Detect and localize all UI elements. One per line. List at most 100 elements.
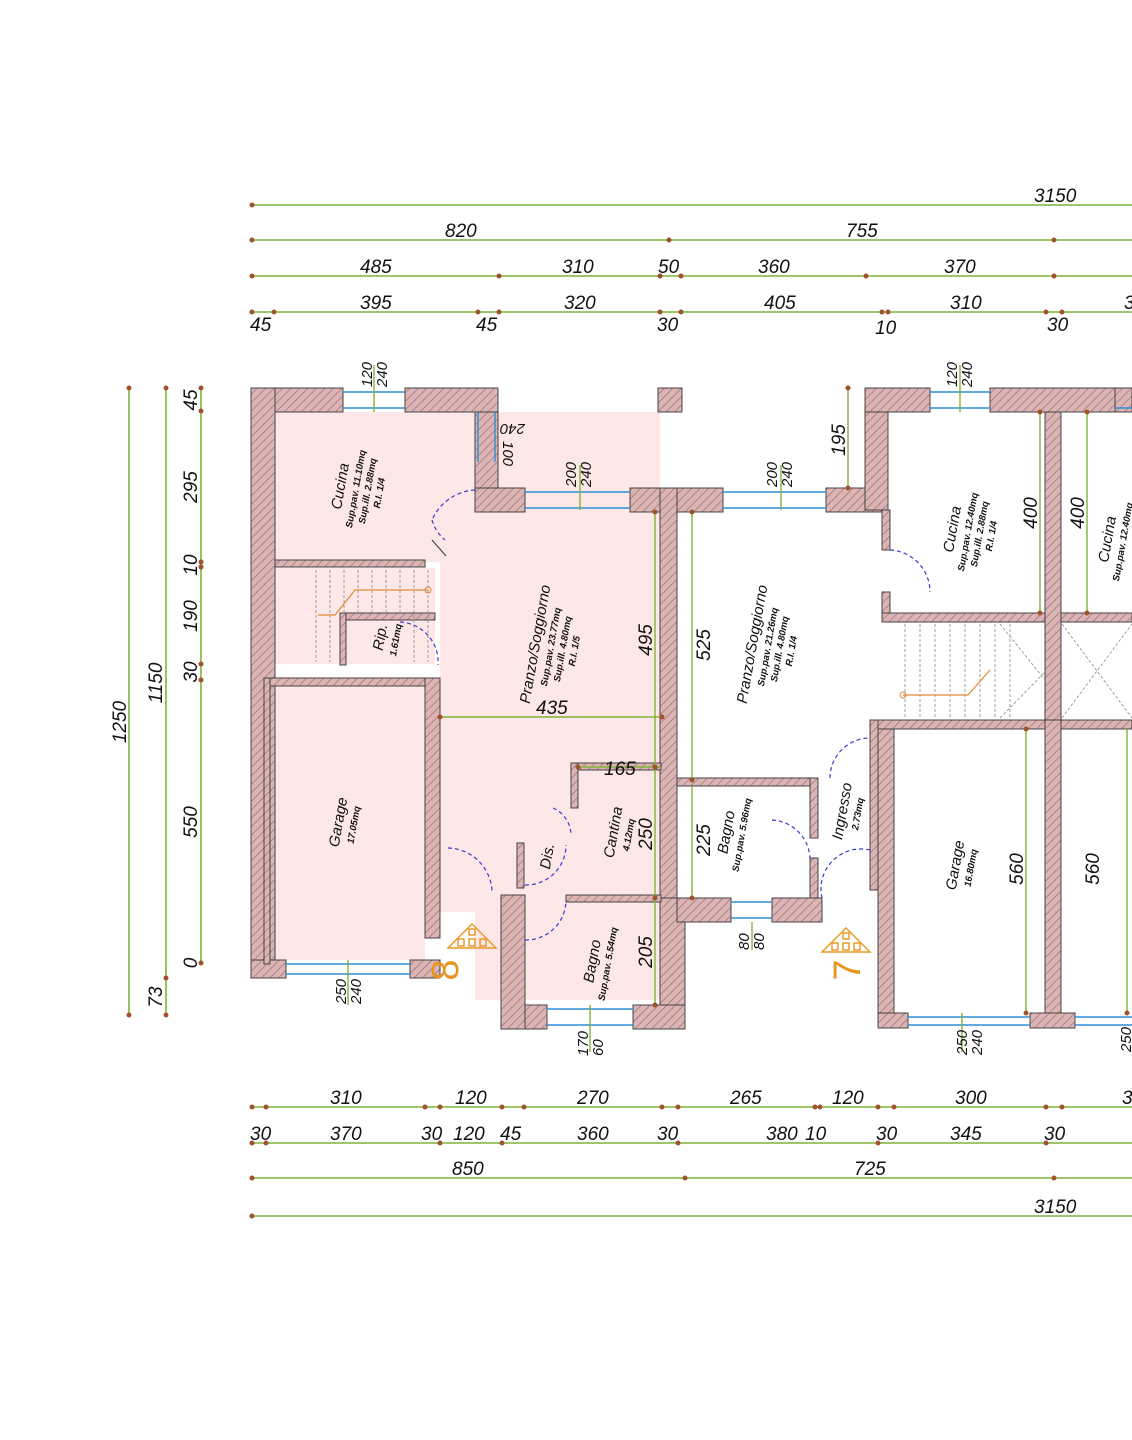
dim-bot-30d: 30: [876, 1124, 898, 1145]
bottom-dimension-ticks: [249, 1104, 1065, 1219]
opening-labels: 120 240 100 240 200 240 200 240 120 240 …: [333, 361, 1132, 1056]
opening-w2a: 100: [499, 441, 516, 467]
wall: [809, 777, 819, 839]
dim-top-820: 820: [445, 221, 477, 242]
wall: [1029, 1012, 1076, 1029]
svg-text:R.I. 1/4: R.I. 1/4: [784, 634, 800, 667]
wall: [659, 487, 678, 909]
wall: [1044, 411, 1062, 723]
opening-w9a: 250: [954, 1029, 971, 1056]
unit-8-marker: 8: [425, 923, 498, 981]
room-cucina-2: Cucina Sup.pav. 12.40mq Sup.ill. 2.88mq …: [940, 492, 1000, 573]
dim-bot-30e: 30: [1044, 1124, 1066, 1145]
dim-560b: 560: [1083, 853, 1104, 885]
dim-bot-30b: 30: [421, 1124, 443, 1145]
dim-435: 435: [536, 698, 568, 719]
dim-bot-850: 850: [452, 1159, 484, 1180]
opening-w10a: 250: [1118, 1026, 1132, 1053]
dim-bot-370: 370: [330, 1124, 362, 1145]
wall: [657, 387, 683, 413]
dim-400b: 400: [1068, 497, 1089, 529]
dim-top-485: 485: [360, 257, 392, 278]
dim-top-755: 755: [846, 221, 878, 242]
dim-top-45b: 45: [476, 315, 498, 336]
dim-top-395: 395: [360, 293, 392, 314]
wall: [424, 677, 441, 939]
dim-525: 525: [694, 629, 715, 661]
dim-top-3: 3: [1124, 293, 1132, 314]
dim-bot-30a: 30: [250, 1124, 272, 1145]
house-icon: [446, 923, 498, 949]
doors: [399, 489, 572, 941]
svg-text:R.I. 1/5: R.I. 1/5: [567, 634, 583, 667]
room-cucina-3: Cucina Sup.pav. 12.40mq: [1095, 502, 1132, 583]
wall: [339, 612, 436, 621]
top-dimension-chains: [252, 204, 1132, 313]
dim-left-45: 45: [181, 389, 202, 411]
dim-bot-total: 3150: [1034, 1197, 1077, 1218]
dim-top-50: 50: [658, 257, 680, 278]
wall: [771, 897, 823, 923]
dim-bot-120c: 120: [453, 1124, 485, 1145]
wall: [676, 777, 818, 787]
wall: [500, 894, 526, 1030]
wall: [869, 719, 879, 891]
staircase: [904, 623, 1132, 719]
dim-400a: 400: [1021, 497, 1042, 529]
wall: [676, 487, 724, 513]
wall: [263, 677, 441, 687]
opening-w7a: 170: [575, 1030, 592, 1056]
house-icon: [820, 927, 872, 953]
wall: [474, 487, 526, 513]
dim-top-320: 320: [564, 293, 596, 314]
room-bagno-2: Bagno Sup.pav. 5.96mq: [714, 797, 754, 872]
dim-top-360: 360: [758, 257, 790, 278]
opening-w4b: 240: [779, 461, 796, 488]
dim-left-1250: 1250: [110, 700, 131, 743]
room-garage-2: Garage 16.80mq: [943, 839, 980, 891]
doors: [771, 549, 931, 899]
dim-bot-10: 10: [805, 1124, 827, 1145]
wall: [565, 894, 662, 903]
wall: [877, 1012, 909, 1029]
dim-495: 495: [636, 624, 657, 656]
wall: [877, 719, 895, 1029]
dim-top-310b: 310: [950, 293, 982, 314]
wall: [516, 842, 525, 889]
svg-text:R.I. 1/4: R.I. 1/4: [372, 476, 388, 509]
opening-w6a: 250: [333, 978, 350, 1005]
dim-560a: 560: [1007, 853, 1028, 885]
wall: [1060, 719, 1132, 730]
dim-top-405: 405: [764, 293, 796, 314]
wall: [989, 387, 1116, 413]
opening-w4a: 200: [764, 461, 781, 488]
dim-left-30: 30: [181, 661, 202, 683]
room-disimpegno: Dis.: [537, 842, 558, 870]
wall: [877, 719, 1046, 730]
dim-165: 165: [604, 759, 636, 780]
unit-7-marker: 7: [820, 927, 872, 981]
bottom-dimension-chains: [252, 1106, 1132, 1217]
dim-bot-345: 345: [950, 1124, 982, 1145]
dim-left-10: 10: [181, 554, 202, 576]
svg-text:Dis.: Dis.: [537, 842, 558, 870]
opening-w7b: 60: [590, 1039, 607, 1056]
dim-left-73: 73: [146, 986, 167, 1008]
dim-bot-360: 360: [577, 1124, 609, 1145]
wall: [409, 959, 441, 979]
dim-bot-725: 725: [854, 1159, 886, 1180]
dim-195: 195: [829, 424, 850, 456]
dim-bot-265: 265: [729, 1088, 762, 1109]
wall: [864, 387, 931, 413]
wall: [881, 509, 891, 551]
staircase: [315, 570, 429, 662]
dim-left-550: 550: [181, 806, 202, 838]
dim-bot-380: 380: [766, 1124, 798, 1145]
wall: [1044, 719, 1062, 1029]
dim-bot-45: 45: [500, 1124, 522, 1145]
opening-w3b: 240: [578, 461, 595, 488]
left-dimension-labels: 1250 1150 73 45 295 10 190 30 550 0: [110, 389, 202, 1008]
dim-225: 225: [694, 824, 715, 857]
wall: [1114, 387, 1132, 413]
